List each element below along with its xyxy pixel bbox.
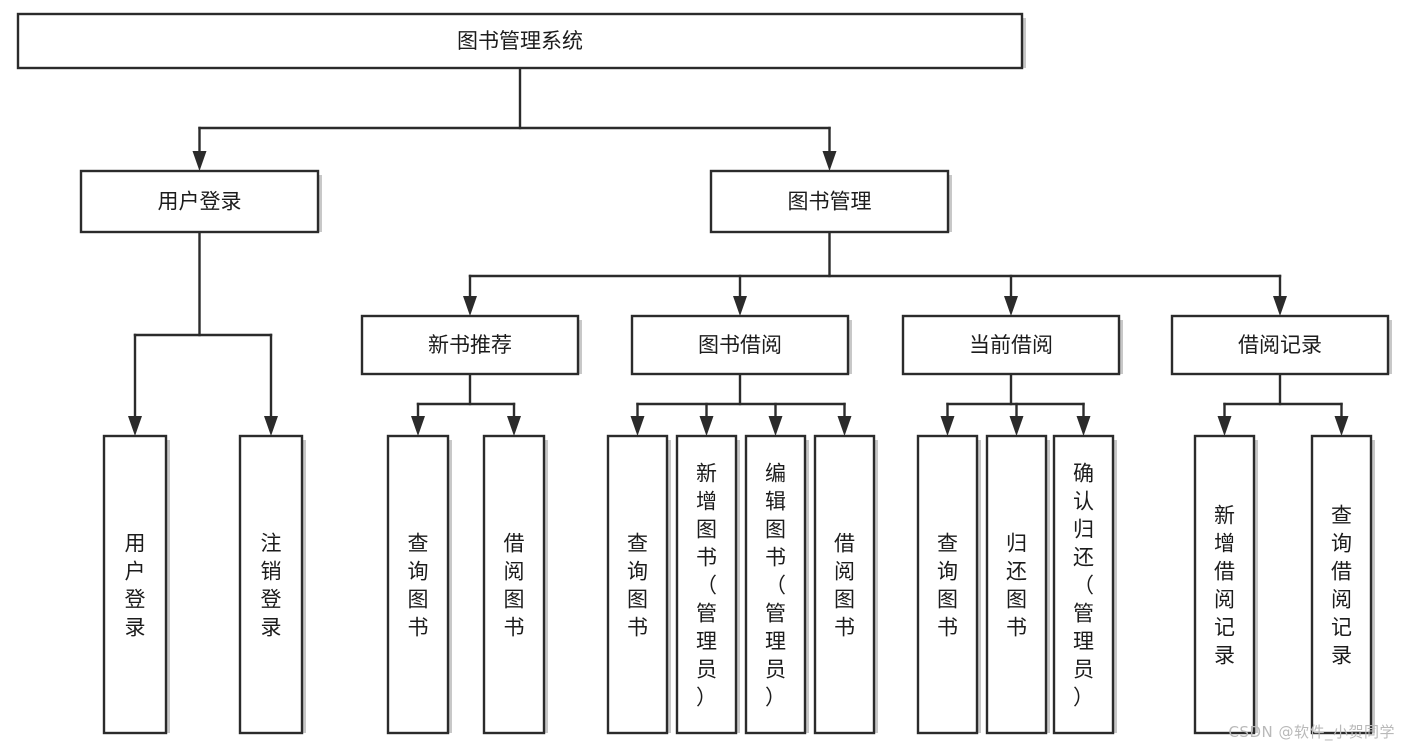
arrow-head-icon	[1009, 416, 1024, 436]
node-box[interactable]	[744, 434, 807, 735]
node-box[interactable]	[102, 434, 168, 735]
node-label: 编辑图书（管理员）	[765, 461, 786, 709]
arrow-head-icon	[411, 416, 425, 436]
arrow-head-icon	[1273, 296, 1287, 316]
node-label: 借阅图书	[834, 531, 855, 639]
node-box[interactable]	[901, 314, 1121, 376]
connector-group-new-book-rec	[411, 372, 521, 436]
node-box[interactable]	[1052, 434, 1115, 735]
node-borrow-record[interactable]: 借阅记录	[1170, 314, 1392, 376]
node-box[interactable]	[360, 314, 580, 376]
arrow-head-icon	[192, 151, 207, 171]
node-box[interactable]	[630, 314, 850, 376]
node-leaf-return-book[interactable]: 归还图书	[985, 434, 1050, 735]
arrow-head-icon	[699, 416, 714, 436]
connector-group-borrow-record	[1217, 372, 1349, 436]
arrow-head-icon	[837, 416, 852, 436]
node-box[interactable]	[1193, 434, 1256, 735]
node-root-图书管理系统[interactable]: 图书管理系统	[16, 12, 1026, 70]
node-book-borrow[interactable]: 图书借阅	[630, 314, 852, 376]
arrow-head-icon	[1076, 416, 1091, 436]
node-label: 新书推荐	[428, 333, 512, 357]
node-book-manage[interactable]: 图书管理	[709, 169, 952, 234]
node-user-login[interactable]: 用户登录	[79, 169, 322, 234]
node-label: 查询借阅记录	[1331, 503, 1352, 667]
arrow-head-icon	[1004, 296, 1018, 316]
arrow-head-icon	[463, 296, 477, 316]
node-leaf-edit-book[interactable]: 编辑图书（管理员）	[744, 434, 809, 735]
node-label: 图书管理	[788, 190, 872, 214]
node-label: 用户登录	[158, 190, 242, 214]
arrow-head-icon	[264, 416, 278, 436]
node-leaf-borrow-book-2[interactable]: 借阅图书	[813, 434, 878, 735]
nodes-layer: 图书管理系统用户登录图书管理新书推荐图书借阅当前借阅借阅记录用户登录注销登录查询…	[16, 12, 1392, 735]
node-label: 用户登录	[125, 531, 146, 639]
node-box[interactable]	[606, 434, 669, 735]
node-box[interactable]	[675, 434, 738, 735]
node-box[interactable]	[709, 169, 950, 234]
connector-lines-layer	[128, 66, 1349, 436]
node-new-book-rec[interactable]: 新书推荐	[360, 314, 582, 376]
node-box[interactable]	[1170, 314, 1390, 376]
node-label: 查询图书	[937, 531, 958, 639]
node-box[interactable]	[916, 434, 979, 735]
node-leaf-query-record[interactable]: 查询借阅记录	[1310, 434, 1375, 735]
node-label: 图书管理系统	[457, 29, 583, 53]
node-label: 确认归还（管理员）	[1073, 461, 1094, 709]
arrow-head-icon	[1334, 416, 1349, 436]
arrow-head-icon	[768, 416, 783, 436]
arrow-head-icon	[630, 416, 645, 436]
node-current-borrow[interactable]: 当前借阅	[901, 314, 1123, 376]
arrow-head-icon	[733, 296, 747, 316]
node-label: 注销登录	[261, 531, 282, 639]
connector-group-book-manage	[463, 230, 1287, 316]
node-label: 新增借阅记录	[1214, 503, 1235, 667]
arrow-head-icon	[128, 416, 142, 436]
node-leaf-add-book[interactable]: 新增图书（管理员）	[675, 434, 740, 735]
node-box[interactable]	[813, 434, 876, 735]
node-leaf-confirm-return[interactable]: 确认归还（管理员）	[1052, 434, 1117, 735]
connector-group-book-borrow	[630, 372, 852, 436]
node-box[interactable]	[1310, 434, 1373, 735]
arrow-head-icon	[940, 416, 955, 436]
node-leaf-user-logout[interactable]: 注销登录	[238, 434, 306, 735]
arrow-head-icon	[1217, 416, 1232, 436]
node-box[interactable]	[16, 12, 1024, 70]
node-leaf-query-book-1[interactable]: 查询图书	[386, 434, 452, 735]
node-label: 借阅图书	[504, 531, 525, 639]
node-leaf-add-record[interactable]: 新增借阅记录	[1193, 434, 1258, 735]
node-label: 归还图书	[1006, 531, 1027, 639]
node-label: 查询图书	[627, 531, 648, 639]
connector-group-user-login	[128, 230, 278, 436]
node-leaf-borrow-book-1[interactable]: 借阅图书	[482, 434, 548, 735]
arrow-head-icon	[822, 151, 837, 171]
node-leaf-query-book-3[interactable]: 查询图书	[916, 434, 981, 735]
node-box[interactable]	[482, 434, 546, 735]
node-leaf-query-book-2[interactable]: 查询图书	[606, 434, 671, 735]
connector-group-root	[192, 66, 837, 171]
node-box[interactable]	[238, 434, 304, 735]
csdn-watermark: CSDN @软件_小贺同学	[1228, 723, 1395, 741]
node-label: 新增图书（管理员）	[696, 461, 717, 709]
node-box[interactable]	[985, 434, 1048, 735]
connector-group-current-borrow	[940, 372, 1091, 436]
node-label: 查询图书	[408, 531, 429, 639]
arrow-head-icon	[507, 416, 521, 436]
node-label: 当前借阅	[969, 333, 1053, 357]
node-leaf-user-login[interactable]: 用户登录	[102, 434, 170, 735]
node-box[interactable]	[79, 169, 320, 234]
node-label: 图书借阅	[698, 333, 782, 357]
node-box[interactable]	[386, 434, 450, 735]
node-label: 借阅记录	[1238, 333, 1322, 357]
